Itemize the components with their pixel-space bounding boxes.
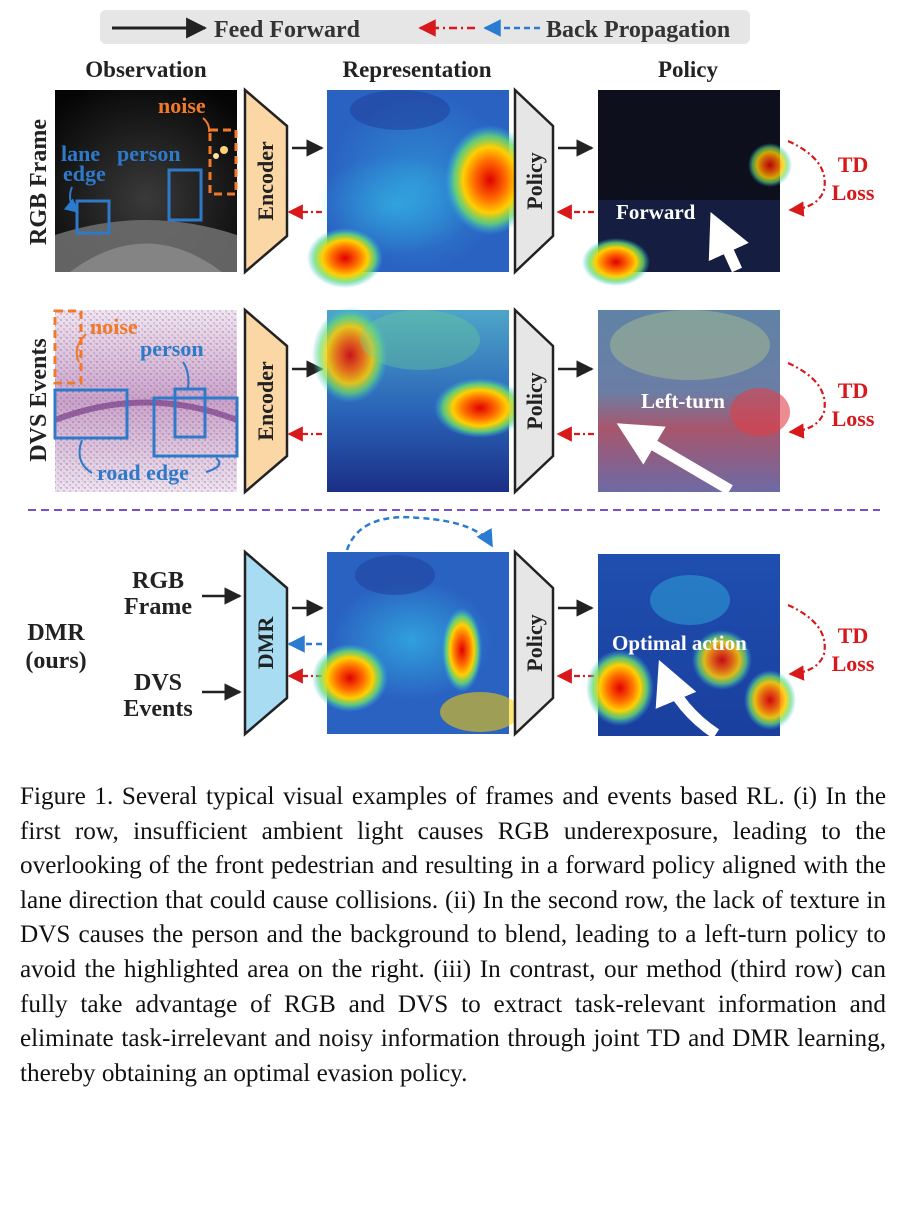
- action-label-left-turn: Left-turn: [641, 389, 725, 413]
- row-label-dmr-line1: DMR: [27, 620, 85, 646]
- dmr-policy-image: [586, 554, 796, 736]
- policy-block: [513, 549, 555, 737]
- td-loss-label-line2: Loss: [832, 651, 875, 676]
- column-header-observation: Observation: [85, 57, 207, 82]
- action-label-optimal-action: Optimal action: [612, 631, 747, 655]
- row-label-dmr-line2: (ours): [25, 648, 86, 674]
- person-label: person: [117, 141, 181, 166]
- encoder-label: Encoder: [253, 361, 278, 441]
- noise-pointer: [202, 117, 211, 133]
- row-label-rgb-frame: RGB Frame: [26, 119, 52, 245]
- figure-diagram: Feed Forward Back Propagation Observatio…: [25, 10, 880, 739]
- rgb-policy-image: [582, 90, 792, 286]
- td-loss-loop-arrow: [787, 139, 826, 217]
- policy-block: [513, 307, 555, 495]
- row-dvs-events: DVS Events noise person road edge Encode…: [26, 307, 875, 495]
- back-propagation-legend-label: Back Propagation: [546, 17, 730, 43]
- encoder-block: [243, 307, 289, 495]
- encoder-block: [243, 87, 289, 275]
- encoder-label: Encoder: [253, 141, 278, 221]
- noise-label: noise: [158, 93, 206, 118]
- policy-label: Policy: [522, 152, 547, 209]
- person-box: [167, 168, 203, 222]
- road-edge-pointer-right: [205, 457, 221, 473]
- forward-action-arrow: [708, 211, 749, 273]
- policy-label: Policy: [522, 372, 547, 429]
- rep-self-loop-arrow: [345, 515, 494, 551]
- noise-pointer: [75, 333, 87, 363]
- dvs-representation-heatmap: [312, 307, 526, 492]
- noise-box: [208, 128, 238, 196]
- road-edge-box-left: [53, 388, 129, 440]
- person-pointer: [182, 361, 190, 389]
- noise-box: [53, 309, 83, 385]
- td-loss-label-line2: Loss: [832, 406, 875, 431]
- dmr-block: [243, 549, 289, 737]
- road-edge-label: road edge: [97, 460, 189, 485]
- lane-pointer: [63, 186, 80, 213]
- td-loss-label-line2: Loss: [832, 180, 875, 205]
- td-loss-loop-arrow: [787, 361, 826, 439]
- rgb-representation-heatmap: [307, 90, 535, 288]
- td-loss-label-line1: TD: [838, 623, 869, 648]
- edge-label: edge: [63, 161, 106, 186]
- column-header-representation: Representation: [342, 57, 491, 82]
- column-header-policy: Policy: [658, 57, 719, 82]
- legend: Feed Forward Back Propagation: [100, 10, 750, 44]
- td-loss-label-line1: TD: [838, 378, 869, 403]
- dmr-block-label: DMR: [253, 616, 278, 670]
- input-rgb-frame-line2: Frame: [124, 594, 192, 620]
- dmr-representation-heatmap: [312, 552, 520, 734]
- row-dmr: DMR (ours) RGB Frame DVS Events DMR Poli…: [25, 515, 875, 739]
- left-turn-action-arrow: [616, 423, 733, 495]
- person-box: [173, 387, 207, 439]
- row-label-dvs-events: DVS Events: [26, 338, 52, 461]
- person-label: person: [140, 336, 204, 361]
- row-rgb-frame: RGB Frame noise person lane edge Encoder: [26, 87, 875, 288]
- lane-label: lane: [61, 141, 100, 166]
- policy-block: [513, 87, 555, 275]
- noise-label: noise: [90, 314, 138, 339]
- input-dvs-events-line2: Events: [123, 696, 192, 722]
- feed-forward-legend-label: Feed Forward: [214, 17, 361, 43]
- td-loss-loop-arrow: [787, 603, 826, 681]
- input-rgb-frame-line1: RGB: [132, 568, 184, 594]
- td-loss-label-line1: TD: [838, 152, 869, 177]
- optimal-action-arrow: [655, 659, 720, 739]
- road-edge-pointer-left: [78, 439, 93, 474]
- action-label-forward: Forward: [616, 200, 696, 224]
- lane-box: [75, 199, 111, 235]
- figure-caption: Figure 1. Several typical visual example…: [20, 783, 886, 1087]
- road-edge-box-right: [152, 396, 239, 458]
- input-dvs-events-line1: DVS: [134, 670, 182, 696]
- dvs-observation-image: [53, 310, 239, 492]
- policy-label: Policy: [522, 614, 547, 671]
